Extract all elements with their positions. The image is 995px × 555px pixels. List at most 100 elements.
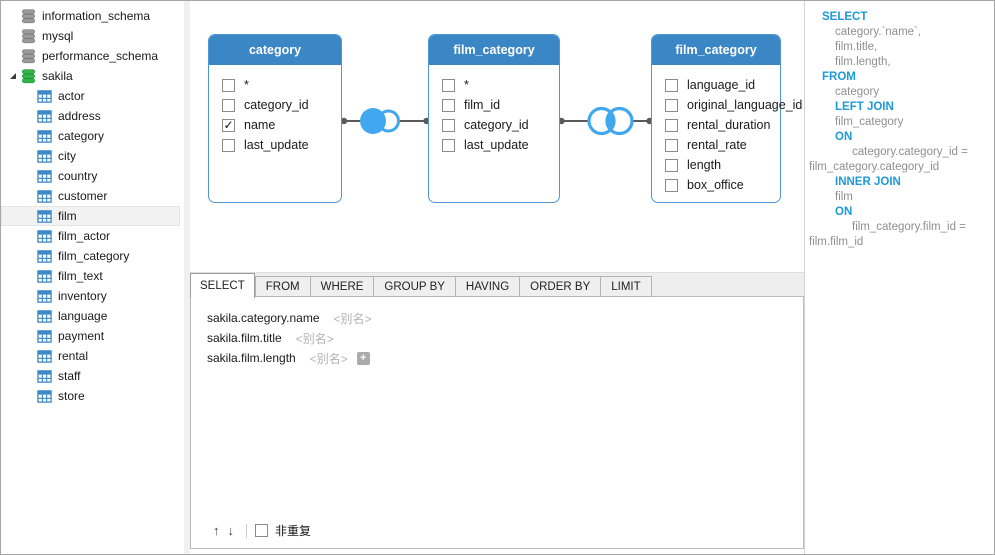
column-row[interactable]: box_office [652, 175, 780, 195]
column-row[interactable]: length [652, 155, 780, 175]
tab-from[interactable]: FROM [254, 276, 311, 297]
sidebar-item-staff[interactable]: staff [1, 366, 180, 386]
sidebar-splitter[interactable] [184, 1, 190, 554]
tab-having[interactable]: HAVING [455, 276, 521, 297]
add-field-button[interactable]: + [356, 351, 370, 365]
column-checkbox[interactable] [222, 98, 235, 112]
caret-placeholder [21, 228, 37, 244]
alias-placeholder[interactable]: <别名> [333, 311, 372, 326]
column-checkbox[interactable] [665, 158, 678, 172]
sidebar-item-film-text[interactable]: film_text [1, 266, 180, 286]
sidebar-item-language[interactable]: language [1, 306, 180, 326]
column-checkbox[interactable] [442, 138, 455, 152]
sidebar-item-inventory[interactable]: inventory [1, 286, 180, 306]
sql-line: LEFT JOIN [835, 101, 894, 113]
tree-item-label: film [58, 209, 77, 223]
tree-item-label: film_category [58, 249, 130, 263]
sidebar-item-film-actor[interactable]: film_actor [1, 226, 180, 246]
field-expression[interactable]: sakila.film.length [207, 351, 296, 365]
alias-placeholder[interactable]: <别名> [295, 331, 334, 346]
tab-order-by[interactable]: ORDER BY [520, 276, 602, 297]
table-icon [37, 349, 52, 363]
sidebar-item-mysql[interactable]: mysql [1, 26, 180, 46]
tab-where[interactable]: WHERE [310, 276, 375, 297]
select-field-row: sakila.film.title <别名> [207, 328, 787, 348]
sql-preview-panel: SELECT category.`name`, film.title, film… [805, 1, 994, 554]
column-checkbox[interactable] [442, 98, 455, 112]
sidebar-item-film[interactable]: film [1, 206, 180, 226]
table-title-bar[interactable]: film_category [652, 35, 780, 65]
tree-item-label: sakila [42, 69, 73, 83]
caret-placeholder [21, 148, 37, 164]
distinct-checkbox[interactable] [255, 524, 268, 537]
column-row[interactable]: language_id [652, 75, 780, 95]
alias-placeholder[interactable]: <别名> [309, 351, 348, 366]
tree-item-label: city [58, 149, 76, 163]
sidebar-item-country[interactable]: country [1, 166, 180, 186]
column-row[interactable]: category_id [209, 95, 341, 115]
column-row[interactable]: rental_duration [652, 115, 780, 135]
column-row[interactable]: * [429, 75, 559, 95]
column-row[interactable]: category_id [429, 115, 559, 135]
column-checkbox[interactable] [442, 78, 455, 92]
caret-expanded-icon[interactable] [5, 68, 21, 84]
sidebar-item-information-schema[interactable]: information_schema [1, 6, 180, 26]
tab-select[interactable]: SELECT [190, 273, 255, 298]
column-checkbox[interactable] [665, 178, 678, 192]
table-title-bar[interactable]: category [209, 35, 341, 65]
sidebar-item-city[interactable]: city [1, 146, 180, 166]
sidebar-item-category[interactable]: category [1, 126, 180, 146]
tab-group-by[interactable]: GROUP BY [374, 276, 456, 297]
column-checkbox[interactable] [665, 138, 678, 152]
sidebar-item-rental[interactable]: rental [1, 346, 180, 366]
tab-limit[interactable]: LIMIT [601, 276, 652, 297]
tree-item-label: film_actor [58, 229, 111, 243]
database-icon [22, 28, 35, 43]
field-expression[interactable]: sakila.category.name [207, 311, 320, 325]
column-label: category_id [464, 118, 529, 132]
caret-placeholder [5, 28, 21, 44]
column-checkbox[interactable] [665, 98, 678, 112]
sidebar-item-film-category[interactable]: film_category [1, 246, 180, 266]
column-checkbox[interactable] [665, 118, 678, 132]
table-title-bar[interactable]: film_category [429, 35, 559, 65]
table-icon [37, 149, 52, 163]
column-checkbox[interactable] [665, 78, 678, 92]
sql-line: category.category_id = [852, 146, 968, 158]
column-row[interactable]: ✓name [209, 115, 341, 135]
clause-tabstrip: SELECT FROM WHERE GROUP BY HAVING ORDER … [190, 272, 804, 298]
column-checkbox-checked[interactable]: ✓ [222, 117, 235, 132]
column-label: language_id [687, 78, 756, 92]
column-checkbox[interactable] [222, 138, 235, 152]
column-row[interactable]: * [209, 75, 341, 95]
select-field-row: sakila.category.name <别名> [207, 308, 787, 328]
sidebar-item-payment[interactable]: payment [1, 326, 180, 346]
sidebar-item-sakila[interactable]: sakila [1, 66, 180, 86]
sidebar-item-store[interactable]: store [1, 386, 180, 406]
column-row[interactable]: original_language_id [652, 95, 802, 115]
column-checkbox[interactable] [442, 118, 455, 132]
move-up-icon[interactable]: ↑ [213, 523, 220, 538]
tree-item-label: language [58, 309, 108, 323]
select-clause-panel: sakila.category.name <别名> sakila.film.ti… [190, 296, 804, 549]
column-row[interactable]: last_update [429, 135, 559, 155]
caret-placeholder [21, 328, 37, 344]
column-checkbox[interactable] [222, 78, 235, 92]
sidebar-item-customer[interactable]: customer [1, 186, 180, 206]
caret-placeholder [21, 168, 37, 184]
move-down-icon[interactable]: ↓ [227, 523, 235, 538]
field-expression[interactable]: sakila.film.title [207, 331, 282, 345]
column-row[interactable]: film_id [429, 95, 559, 115]
tree-item-label: category [58, 129, 105, 143]
column-row[interactable]: last_update [209, 135, 341, 155]
sidebar-item-address[interactable]: address [1, 106, 180, 126]
table-icon [37, 369, 52, 383]
column-row[interactable]: rental_rate [652, 135, 780, 155]
sidebar-item-actor[interactable]: actor [1, 86, 180, 106]
sidebar-item-performance-schema[interactable]: performance_schema [1, 46, 180, 66]
caret-placeholder [21, 288, 37, 304]
column-label: length [687, 158, 722, 172]
table-icon [37, 209, 52, 223]
caret-placeholder [21, 308, 37, 324]
